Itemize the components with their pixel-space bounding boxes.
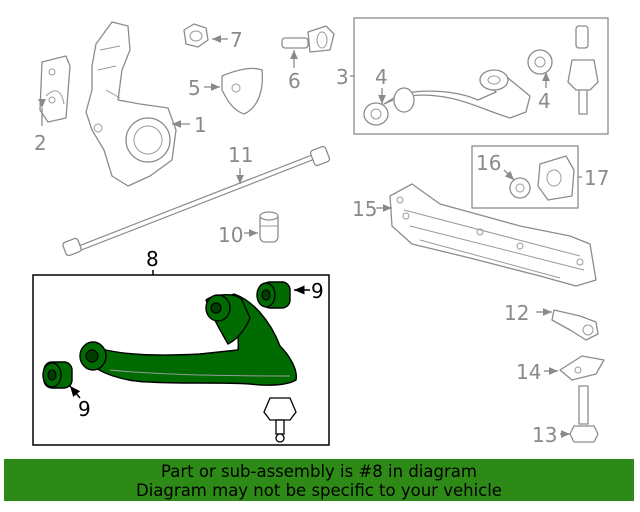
part-15-crossmember[interactable] [389, 183, 597, 287]
callout-13: 13 [532, 423, 557, 447]
part-6-bolt[interactable] [281, 25, 335, 53]
callout-1: 1 [194, 113, 207, 137]
callout-2: 2 [34, 131, 47, 155]
callout-14: 14 [516, 360, 541, 384]
callout-15: 15 [352, 197, 377, 221]
part-1-steering-knuckle[interactable] [85, 21, 177, 187]
part-9-bushing-lower[interactable] [42, 361, 73, 389]
callout-5: 5 [188, 76, 201, 100]
callout-3: 3 [336, 65, 349, 89]
callout-12: 12 [504, 301, 529, 325]
callout-9a: 9 [311, 279, 324, 303]
lower-ball-joint[interactable] [263, 397, 297, 443]
callout-17: 17 [584, 166, 609, 190]
part-12-cam[interactable] [551, 309, 599, 341]
part-16-bushing[interactable] [509, 177, 531, 199]
callout-4b: 4 [538, 89, 551, 113]
box-part-8 [32, 274, 330, 446]
part-8-lower-control-arm[interactable] [79, 293, 297, 386]
part-3-upper-control-arm[interactable] [363, 69, 531, 126]
callout-6: 6 [288, 69, 301, 93]
callout-8: 8 [146, 247, 159, 271]
banner-line-1: Part or sub-assembly is #8 in diagram [161, 462, 477, 481]
part-17-bracket[interactable] [537, 155, 575, 201]
callout-4a: 4 [375, 65, 388, 89]
callout-11: 11 [228, 143, 253, 167]
part-11-shaft[interactable] [62, 145, 331, 257]
leader-9b [69, 385, 81, 399]
callout-16: 16 [476, 151, 501, 175]
part-10-bushing[interactable] [259, 211, 279, 243]
upper-ball-joint[interactable] [567, 25, 599, 115]
part-13-bolt[interactable] [569, 385, 599, 443]
part-4-bushing-right[interactable] [527, 49, 553, 75]
part-14-cam[interactable] [559, 355, 605, 381]
banner-line-2: Diagram may not be specific to your vehi… [136, 481, 502, 500]
part-7-nut[interactable] [183, 23, 209, 48]
part-9-bushing-upper[interactable] [256, 281, 291, 309]
info-banner: Part or sub-assembly is #8 in diagram Di… [4, 459, 634, 501]
callout-10: 10 [218, 223, 243, 247]
callout-9b: 9 [78, 397, 91, 421]
part-2-bracket[interactable] [39, 55, 71, 123]
callout-7: 7 [230, 28, 243, 52]
part-5-shield[interactable] [221, 67, 264, 115]
leader-16 [503, 169, 515, 181]
